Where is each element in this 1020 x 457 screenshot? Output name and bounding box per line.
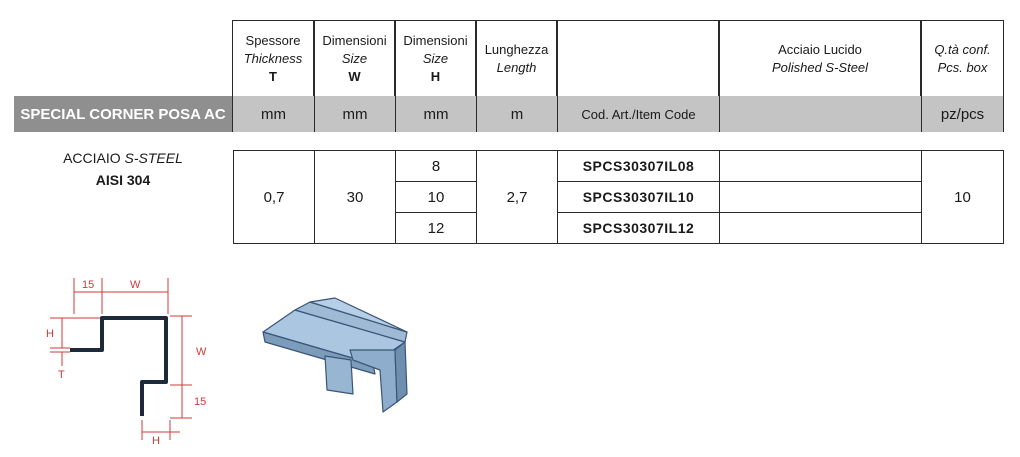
material-en: S-STEEL xyxy=(124,150,183,166)
header-height-en: Size xyxy=(422,50,449,66)
header-width-en: Size xyxy=(341,50,368,66)
unit-qty: pz/pcs xyxy=(921,96,1004,132)
cell-thickness: 0,7 xyxy=(233,150,315,244)
header-length-en: Length xyxy=(496,59,537,75)
unit-thickness: mm xyxy=(232,96,314,132)
material-it: ACCIAIO xyxy=(63,150,121,166)
cell-qty: 10 xyxy=(921,150,1004,244)
item-code-1: SPCS30307IL08 xyxy=(557,150,720,182)
header-qty-it: Q.tà conf. xyxy=(934,41,991,57)
product-title: SPECIAL CORNER POSA AC xyxy=(14,96,232,132)
finish-cell-3 xyxy=(719,212,922,244)
cell-height-1: 8 xyxy=(395,150,477,182)
header-width: Dimensioni Size W xyxy=(314,20,395,96)
cell-length: 2,7 xyxy=(476,150,558,244)
header-thickness-en: Thickness xyxy=(243,50,303,66)
header-thickness-it: Spessore xyxy=(245,32,301,48)
item-code-3: SPCS30307IL12 xyxy=(557,212,720,244)
header-length: Lunghezza Length xyxy=(476,20,557,96)
cell-height-2: 10 xyxy=(395,181,477,213)
material-line2: AISI 304 xyxy=(95,172,151,188)
dim-15-top: 15 xyxy=(82,279,94,291)
dim-15-right: 15 xyxy=(194,396,206,408)
unit-finish xyxy=(719,96,921,132)
profile-shape xyxy=(70,316,168,416)
cell-width: 30 xyxy=(314,150,396,244)
header-height: Dimensioni Size H xyxy=(395,20,476,96)
item-code-2: SPCS30307IL10 xyxy=(557,181,720,213)
header-code xyxy=(557,20,719,96)
unit-width: mm xyxy=(314,96,395,132)
dim-h-left: H xyxy=(46,328,54,340)
header-length-it: Lunghezza xyxy=(484,41,549,57)
header-qty: Q.tà conf. Pcs. box xyxy=(921,20,1004,96)
header-finish-en: Polished S-Steel xyxy=(771,59,869,75)
header-height-sym: H xyxy=(430,68,441,84)
unit-length: m xyxy=(476,96,557,132)
header-finish: Acciaio Lucido Polished S-Steel xyxy=(719,20,921,96)
unit-code: Cod. Art./Item Code xyxy=(557,96,719,132)
dim-t: T xyxy=(58,369,65,381)
header-qty-en: Pcs. box xyxy=(937,59,988,75)
unit-height: mm xyxy=(395,96,476,132)
finish-cell-1 xyxy=(719,150,922,182)
finish-cell-2 xyxy=(719,181,922,213)
dim-h-bottom: H xyxy=(152,435,160,447)
material-line1: ACCIAIO S-STEEL xyxy=(14,150,232,166)
header-thickness: Spessore Thickness T xyxy=(232,20,314,96)
header-thickness-sym: T xyxy=(269,68,277,84)
profile-section-drawing: 15 W H T W 15 H xyxy=(46,278,207,447)
header-width-sym: W xyxy=(348,68,361,84)
header-finish-it: Acciaio Lucido xyxy=(778,41,862,57)
cell-height-3: 12 xyxy=(395,212,477,244)
header-width-it: Dimensioni xyxy=(322,32,387,48)
dim-w-top: W xyxy=(130,279,141,291)
header-height-it: Dimensioni xyxy=(403,32,468,48)
profile-3d-render xyxy=(262,297,408,413)
dim-w-right: W xyxy=(196,346,207,358)
